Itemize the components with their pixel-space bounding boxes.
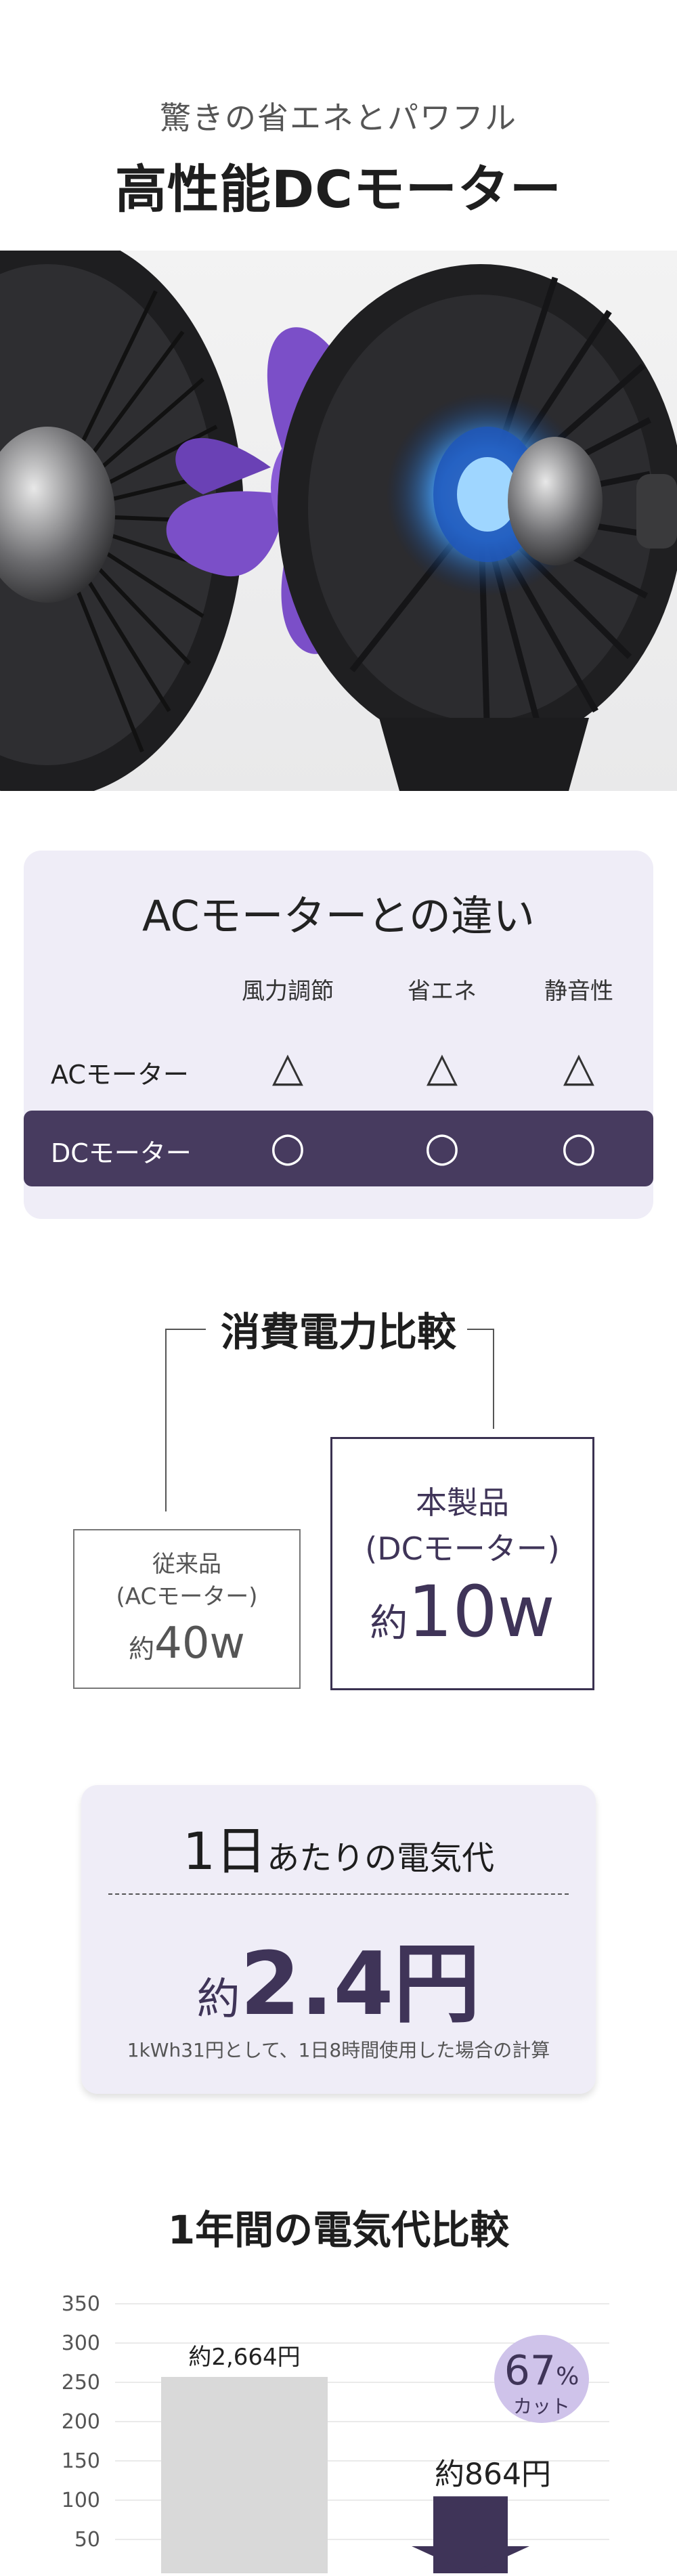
comparison-card: ACモーターとの違い 風力調節 省エネ 静音性 ACモーター △ △ △ DCモ… bbox=[24, 851, 653, 1219]
bracket-line-left bbox=[165, 1329, 167, 1511]
bracket-line-right-top bbox=[467, 1329, 494, 1330]
y-tick-label: 100 bbox=[62, 2489, 100, 2512]
circle-icon: ○ bbox=[424, 1123, 460, 1171]
data-label-dc-motor: 約864円 bbox=[435, 2457, 551, 2491]
conventional-motor-type: (ACモーター) bbox=[116, 1583, 258, 1610]
this-product-label: 本製品 bbox=[416, 1484, 509, 1521]
hero-title: 高性能DCモーター bbox=[115, 159, 562, 219]
row-label-ac-motor: ACモーター bbox=[51, 1060, 189, 1090]
fan-rear-housing bbox=[278, 264, 677, 791]
bracket-line-left-top bbox=[165, 1329, 206, 1330]
annual-cost-chart: 350 300 250 200 150 100 50 約2,664円約864円 bbox=[0, 2282, 677, 2573]
fan-front-grille bbox=[0, 251, 244, 791]
conventional-wattage: 約40w bbox=[129, 1618, 245, 1669]
column-header-airflow: 風力調節 bbox=[242, 978, 334, 1005]
hero-subtitle: 驚きの省エネとパワフル bbox=[160, 100, 517, 136]
y-tick-label: 350 bbox=[62, 2292, 100, 2316]
triangle-icon: △ bbox=[426, 1044, 458, 1091]
column-header-energy-saving: 省エネ bbox=[408, 978, 477, 1005]
fan-illustration bbox=[0, 251, 677, 791]
data-label-conventional: 約2,664円 bbox=[188, 2344, 300, 2371]
y-tick-label: 50 bbox=[74, 2528, 100, 2552]
cut-badge: 67% カット bbox=[494, 2335, 589, 2423]
bar-conventional bbox=[161, 2377, 328, 2573]
bracket-line-right bbox=[493, 1329, 494, 1429]
this-product-wattage: 約10w bbox=[370, 1570, 555, 1653]
this-product-motor-type: (DCモーター) bbox=[365, 1530, 560, 1567]
y-tick-label: 250 bbox=[62, 2371, 100, 2395]
power-comparison-title: 消費電力比較 bbox=[220, 1309, 456, 1355]
circle-icon: ○ bbox=[269, 1123, 306, 1171]
circle-icon: ○ bbox=[561, 1123, 597, 1171]
y-tick-label: 200 bbox=[62, 2410, 100, 2434]
dc-motor-row: DCモーター ○ ○ ○ bbox=[24, 1111, 653, 1186]
triangle-icon: △ bbox=[271, 1044, 304, 1091]
triangle-icon: △ bbox=[563, 1044, 595, 1091]
row-label-dc-motor: DCモーター bbox=[51, 1138, 192, 1168]
y-tick-label: 150 bbox=[62, 2449, 100, 2473]
comparison-title: ACモーターとの違い bbox=[142, 891, 535, 941]
dashed-divider bbox=[108, 1893, 569, 1895]
column-header-quietness: 静音性 bbox=[544, 978, 613, 1005]
annual-comparison-title: 1年間の電気代比較 bbox=[167, 2207, 510, 2253]
daily-cost-title: 1日あたりの電気代 bbox=[182, 1821, 495, 1881]
hero-image-fan-motor bbox=[0, 251, 677, 791]
daily-cost-note: 1kWh31円として、1日8時間使用した場合の計算 bbox=[127, 2039, 550, 2061]
down-arrow-icon bbox=[412, 2546, 529, 2573]
daily-cost-card: 1日あたりの電気代 約2.4円 1kWh31円として、1日8時間使用した場合の計… bbox=[81, 1785, 596, 2094]
this-product-box: 本製品 (DCモーター) 約10w bbox=[330, 1437, 594, 1690]
conventional-label: 従来品 bbox=[152, 1551, 221, 1578]
y-tick-label: 300 bbox=[62, 2332, 100, 2355]
conventional-product-box: 従来品 (ACモーター) 約40w bbox=[73, 1529, 301, 1689]
daily-cost-value: 約2.4円 bbox=[196, 1934, 481, 2035]
